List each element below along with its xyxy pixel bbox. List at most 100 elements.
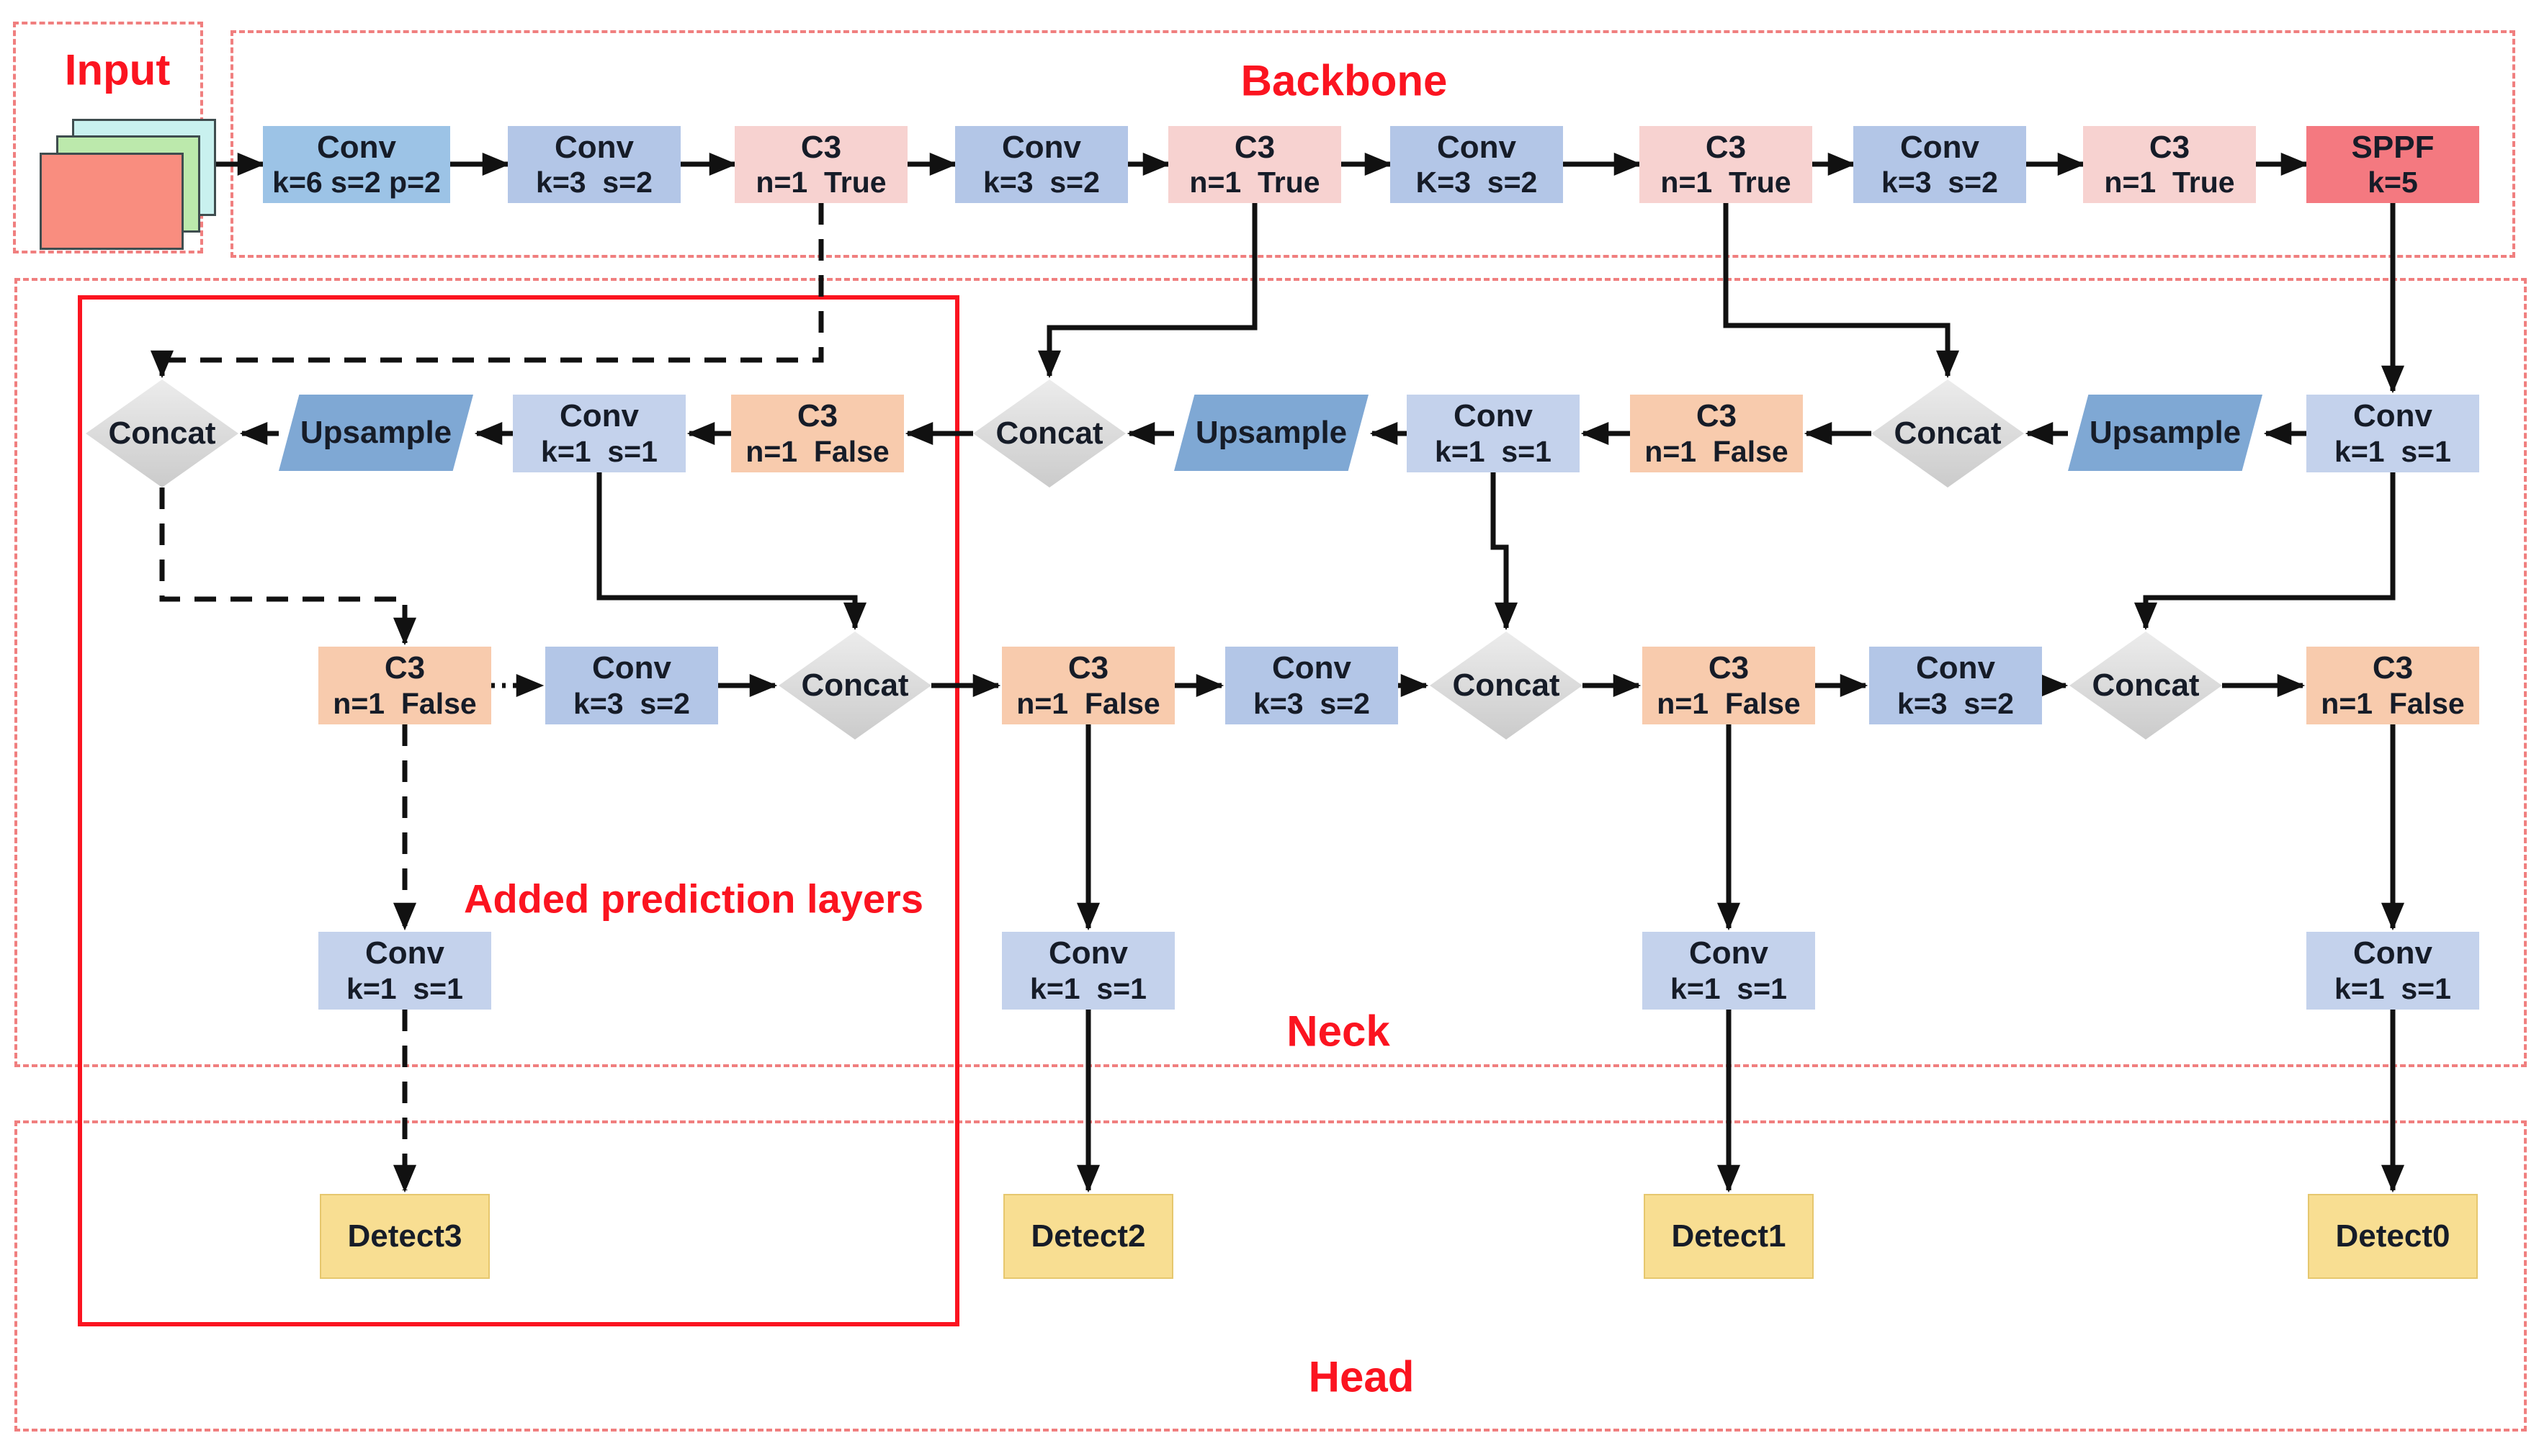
node-neck2-c3-p4-line2: n=1 False (1657, 686, 1801, 720)
node-backbone-c3-4-line1: C3 (2149, 129, 2190, 165)
node-backbone-conv1-line2: k=6 s=2 p=2 (272, 166, 441, 199)
node-detect0-line1: Detect0 (2335, 1218, 2450, 1254)
node-detect2: Detect2 (1003, 1194, 1173, 1279)
neck-region-label: Neck (1286, 1007, 1390, 1056)
node-head-conv-p5-line2: k=1 s=1 (2334, 971, 2451, 1005)
node-backbone-conv5-line1: Conv (1900, 129, 1979, 165)
node-detect3: Detect3 (320, 1194, 490, 1279)
head-region-label: Head (1308, 1352, 1415, 1401)
node-backbone-conv3-line1: Conv (1002, 129, 1081, 165)
node-detect2-line1: Detect2 (1031, 1218, 1146, 1254)
node-neck2-conv-p3-line2: k=3 s=2 (1253, 686, 1370, 720)
node-neck-conv-mid-line2: k=1 s=1 (1435, 434, 1551, 468)
node-neck-concat-left-line1: Concat (108, 415, 216, 451)
node-neck-c3-mid-line2: n=1 False (1644, 434, 1788, 468)
edge-concat-left-drop-dashed (159, 487, 417, 646)
node-neck-upsample-mid-line1: Upsample (1195, 414, 1348, 450)
node-neck2-conv-p4-line1: Conv (1916, 650, 1995, 686)
edge-c3-3-tap (1723, 203, 1960, 379)
node-backbone-c3-1-line1: C3 (800, 129, 842, 165)
node-neck-upsample-right-line1: Upsample (2089, 414, 2242, 450)
node-neck2-c3-p2-line2: n=1 False (333, 686, 477, 720)
node-neck2-c3-p2-line1: C3 (384, 650, 426, 686)
node-neck2-conv-p4-line2: k=3 s=2 (1897, 686, 2014, 720)
input-region-label: Input (64, 45, 171, 94)
node-neck-upsample-mid: Upsample (1174, 395, 1369, 471)
node-neck-conv-left-line1: Conv (560, 398, 639, 434)
node-neck-c3-mid-line1: C3 (1696, 398, 1737, 434)
edge-neck-conv-right-drop (2133, 472, 2396, 631)
node-neck2-concat-3-line1: Concat (2092, 667, 2200, 703)
node-head-conv-p2-line1: Conv (365, 935, 444, 971)
node-neck2-concat-1-line1: Concat (801, 667, 909, 703)
node-head-conv-p4-line1: Conv (1689, 935, 1768, 971)
edge-neck-conv-left-drop (596, 472, 867, 631)
node-neck-concat-mid-line1: Concat (995, 415, 1103, 451)
node-head-conv-p3-line1: Conv (1049, 935, 1128, 971)
node-backbone-sppf-line2: k=5 (2368, 166, 2418, 199)
node-neck-c3-left-line2: n=1 False (745, 434, 890, 468)
node-backbone-c3-2-line2: n=1 True (1189, 166, 1320, 199)
input-image-layer-front (40, 153, 184, 250)
node-neck-upsample-left: Upsample (279, 395, 473, 471)
node-backbone-conv2-line2: k=3 s=2 (536, 166, 653, 199)
head-region (14, 1120, 2527, 1432)
node-backbone-conv1-line1: Conv (317, 129, 396, 165)
node-backbone-conv5-line2: k=3 s=2 (1881, 166, 1998, 199)
node-neck-conv-left-line2: k=1 s=1 (541, 434, 658, 468)
added-prediction-region-label: Added prediction layers (464, 876, 923, 922)
node-detect1-line1: Detect1 (1671, 1218, 1786, 1254)
node-neck-conv-right-line2: k=1 s=1 (2334, 434, 2451, 468)
node-backbone-conv4-line1: Conv (1437, 129, 1516, 165)
node-detect1: Detect1 (1644, 1194, 1814, 1279)
node-neck-c3-left-line1: C3 (797, 398, 838, 434)
node-neck-concat-right-line1: Concat (1894, 415, 2002, 451)
node-backbone-conv3-line2: k=3 s=2 (983, 166, 1100, 199)
node-neck-conv-mid-line1: Conv (1454, 398, 1533, 434)
node-neck2-c3-p3-line2: n=1 False (1016, 686, 1160, 720)
node-neck2-conv-p3-line1: Conv (1272, 650, 1351, 686)
node-neck-conv-right-line1: Conv (2353, 398, 2432, 434)
node-backbone-c3-2-line1: C3 (1234, 129, 1276, 165)
node-detect0: Detect0 (2308, 1194, 2478, 1279)
neck-region (14, 278, 2527, 1067)
node-head-conv-p2-line2: k=1 s=1 (346, 971, 463, 1005)
node-backbone-c3-3-line2: n=1 True (1660, 166, 1791, 199)
node-neck2-concat-2-line1: Concat (1452, 667, 1560, 703)
edge-neck-conv-mid-drop (1490, 472, 1518, 631)
backbone-region-label: Backbone (1240, 56, 1448, 105)
node-head-conv-p3-line2: k=1 s=1 (1030, 971, 1147, 1005)
node-neck2-conv-p2-line1: Conv (592, 650, 671, 686)
edge-c3-2-tap (1037, 203, 1258, 379)
node-backbone-c3-1-line2: n=1 True (756, 166, 887, 199)
edge-c3-1-tap-dashed (150, 203, 824, 379)
node-backbone-c3-4-line2: n=1 True (2104, 166, 2235, 199)
added-prediction-region (78, 295, 959, 1326)
node-backbone-conv4-line2: K=3 s=2 (1415, 166, 1538, 199)
